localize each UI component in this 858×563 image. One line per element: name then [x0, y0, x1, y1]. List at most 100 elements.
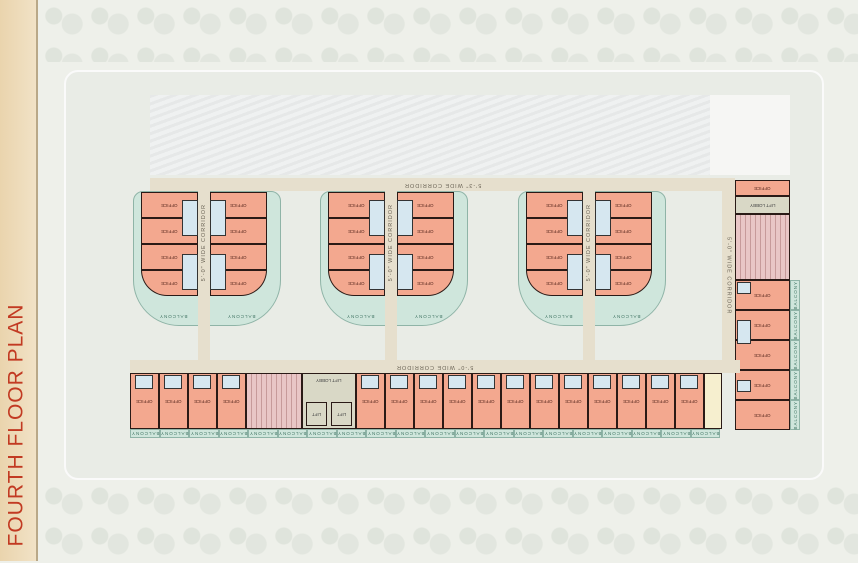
- office-unit-label: OFFICE: [546, 280, 563, 286]
- office-unit-label: OFFICE: [565, 398, 582, 404]
- bottom-corridor: 5'-0" WIDE CORRIDOR: [130, 360, 740, 373]
- office-unit-label: OFFICE: [161, 202, 178, 208]
- office-unit-label: OFFICE: [230, 202, 247, 208]
- balcony-label: BALCONY: [538, 312, 578, 320]
- lift-lobby: LIFT LOBBY: [735, 196, 790, 214]
- top-corridor: 5'-3" WIDE CORRIDOR: [150, 178, 735, 191]
- toilet-block: [737, 282, 751, 294]
- office-unit-label: OFFICE: [194, 398, 211, 404]
- office-unit: OFFICE: [130, 373, 159, 429]
- office-unit: OFFICE: [735, 400, 790, 430]
- balcony-label-label: BALCONY: [543, 313, 573, 319]
- balcony-label: BALCONY: [543, 431, 573, 436]
- office-unit-label: OFFICE: [223, 398, 240, 404]
- office-unit-label: OFFICE: [754, 412, 771, 418]
- office-unit-label: OFFICE: [754, 185, 771, 191]
- office-unit-label: OFFICE: [507, 398, 524, 404]
- toilet-block: [506, 375, 524, 389]
- office-unit-label: OFFICE: [136, 398, 153, 404]
- office-unit: OFFICE: [735, 180, 790, 196]
- balcony: BALCONY: [790, 310, 800, 340]
- pod-corridor-label-box-label: 5'-0" WIDE CORRIDOR: [388, 203, 394, 282]
- balcony: BALCONY: [602, 429, 632, 438]
- balcony: BALCONY: [484, 429, 514, 438]
- office-unit-label: OFFICE: [391, 398, 408, 404]
- office-unit-label: OFFICE: [161, 280, 178, 286]
- balcony: BALCONY: [513, 429, 543, 438]
- toilet-block: [419, 375, 437, 389]
- balcony-label: BALCONY: [396, 431, 425, 436]
- balcony: BALCONY: [248, 429, 278, 438]
- balcony-label: BALCONY: [425, 431, 455, 436]
- office-unit: OFFICE: [735, 340, 790, 370]
- toilet-block: [135, 375, 153, 389]
- office-unit-label: OFFICE: [546, 228, 563, 234]
- water-feature: [150, 95, 710, 175]
- balcony-label-label: BALCONY: [158, 313, 188, 319]
- toilet-block: [651, 375, 669, 389]
- balcony-label: BALCONY: [278, 431, 307, 436]
- office-unit-label: OFFICE: [161, 228, 178, 234]
- balcony: BALCONY: [790, 370, 800, 400]
- lift-lobby-label: LIFT LOBBY: [316, 378, 342, 383]
- top-corridor-label: 5'-3" WIDE CORRIDOR: [403, 181, 482, 188]
- balcony-label: BALCONY: [632, 431, 661, 436]
- toilet-block: [182, 200, 198, 236]
- office-unit-label: OFFICE: [546, 254, 563, 260]
- balcony-label: BALCONY: [792, 310, 798, 340]
- balcony-label: BALCONY: [573, 431, 602, 436]
- page-title: FOURTH FLOOR PLAN: [4, 303, 28, 547]
- right-corridor-label: 5'-0" WIDE CORRIDOR: [725, 236, 732, 315]
- toilet-block: [737, 380, 751, 392]
- balcony-label: BALCONY: [337, 431, 366, 436]
- office-unit-label: OFFICE: [681, 398, 698, 404]
- office-unit-label: OFFICE: [362, 398, 379, 404]
- ramp: [710, 95, 790, 175]
- balcony-label: BALCONY: [408, 312, 448, 320]
- toilet-block: [567, 200, 583, 236]
- pod-corridor-label-box: 5'-0" WIDE CORRIDOR: [583, 195, 595, 290]
- balcony: BALCONY: [130, 429, 160, 438]
- balcony-label: BALCONY: [307, 431, 337, 436]
- balcony: BALCONY: [307, 429, 337, 438]
- office-unit-label: OFFICE: [754, 322, 771, 328]
- balcony-label: BALCONY: [691, 431, 720, 436]
- balcony-label: BALCONY: [792, 280, 798, 310]
- balcony-label: BALCONY: [792, 370, 798, 400]
- toilet-block: [210, 200, 226, 236]
- balcony: BALCONY: [790, 340, 800, 370]
- lift: LIFT: [306, 402, 327, 426]
- balcony: BALCONY: [790, 400, 800, 430]
- balcony-label: BALCONY: [219, 431, 248, 436]
- title-strip: [0, 0, 38, 561]
- office-unit-label: OFFICE: [417, 254, 434, 260]
- balcony-label: BALCONY: [455, 431, 484, 436]
- toilet-block: [361, 375, 379, 389]
- office-unit-label: OFFICE: [417, 202, 434, 208]
- office-unit-label: OFFICE: [546, 202, 563, 208]
- toilet-block: [182, 254, 198, 290]
- office-unit-label: OFFICE: [348, 254, 365, 260]
- office-unit-label: OFFICE: [161, 254, 178, 260]
- toilet-block: [564, 375, 582, 389]
- landscape-top: [40, 0, 858, 62]
- landscape-bottom: [40, 480, 858, 561]
- balcony-label: BALCONY: [340, 312, 380, 320]
- toilet-block: [595, 200, 611, 236]
- balcony-label: BALCONY: [792, 400, 798, 430]
- balcony: BALCONY: [218, 429, 248, 438]
- office-unit-label: OFFICE: [420, 398, 437, 404]
- toilet-block: [369, 200, 385, 236]
- office-unit-label: OFFICE: [348, 228, 365, 234]
- toilet-block: [567, 254, 583, 290]
- toilet-block: [369, 254, 385, 290]
- balcony-label: BALCONY: [160, 431, 189, 436]
- lift-label: LIFT: [336, 411, 347, 417]
- office-unit-label: OFFICE: [652, 398, 669, 404]
- toilet-block: [397, 254, 413, 290]
- toilet-block: [595, 254, 611, 290]
- balcony-label: BALCONY: [602, 431, 632, 436]
- toilet-block: [680, 375, 698, 389]
- balcony: BALCONY: [425, 429, 455, 438]
